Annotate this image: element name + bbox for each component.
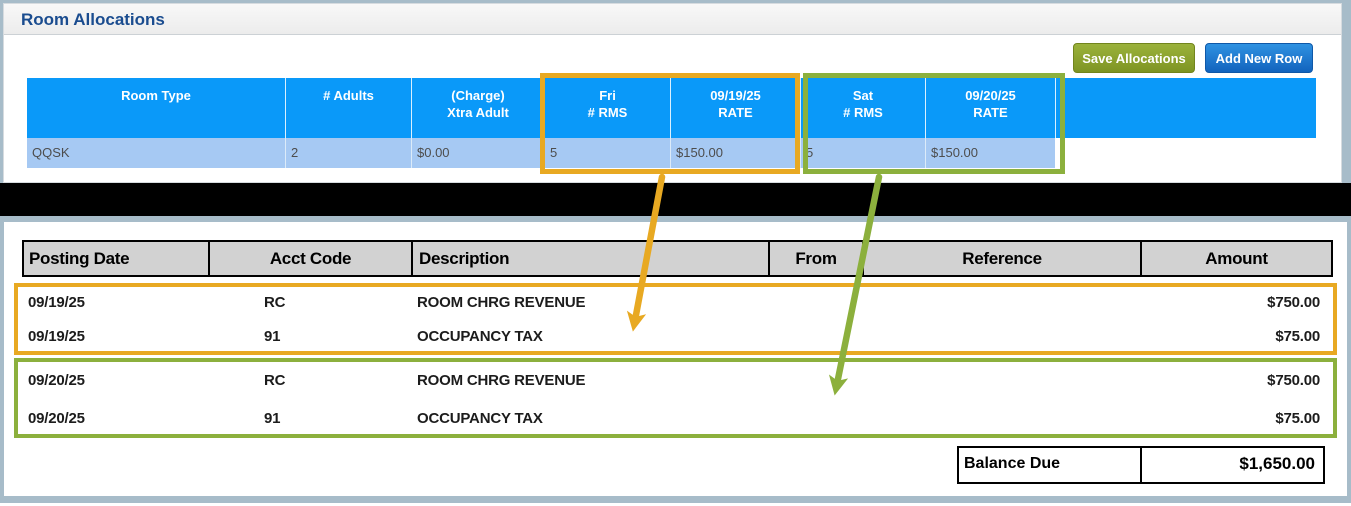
ledger-header-description: Description — [411, 242, 768, 275]
ledger-header-row: Posting Date Acct Code Description From … — [22, 240, 1333, 277]
ledger-row: 09/19/25 91 OCCUPANCY TAX $75.00 — [24, 320, 1331, 354]
friday-postings-highlight-box — [14, 283, 1337, 355]
section-divider — [0, 183, 1351, 216]
balance-due-amount: $1,650.00 — [1239, 454, 1315, 473]
cell-room-type[interactable]: QQSK — [27, 138, 285, 168]
panel-title-bar: Room Allocations — [4, 4, 1341, 35]
cell-amount: $75.00 — [1275, 328, 1320, 345]
col-header-xtra-adult: (Charge) Xtra Adult — [411, 78, 544, 138]
cell-acct-code: 91 — [264, 328, 281, 345]
cell-description: ROOM CHRG REVENUE — [417, 294, 586, 311]
col-header-filler — [1055, 78, 1316, 138]
cell-fri-rate[interactable]: $150.00 — [670, 138, 800, 168]
cell-description: OCCUPANCY TAX — [417, 410, 543, 427]
ledger-row: 09/20/25 RC ROOM CHRG REVENUE $750.00 — [24, 364, 1331, 398]
balance-due-box: Balance Due $1,650.00 — [957, 446, 1325, 484]
balance-due-label: Balance Due — [959, 448, 1142, 482]
cell-adults[interactable]: 2 — [285, 138, 411, 168]
cell-posting-date: 09/20/25 — [28, 372, 85, 389]
cell-posting-date: 09/19/25 — [28, 294, 85, 311]
ledger-header-acct-code: Acct Code — [208, 242, 411, 275]
ledger-header-posting-date: Posting Date — [29, 249, 130, 268]
ledger-header-amount: Amount — [1140, 242, 1331, 275]
col-header-room-type: Room Type — [27, 78, 285, 138]
save-allocations-button[interactable]: Save Allocations — [1073, 43, 1195, 73]
cell-acct-code: RC — [264, 372, 286, 389]
cell-acct-code: 91 — [264, 410, 281, 427]
cell-posting-date: 09/19/25 — [28, 328, 85, 345]
cell-fri-rms[interactable]: 5 — [544, 138, 670, 168]
cell-xtra-adult[interactable]: $0.00 — [411, 138, 544, 168]
col-header-fri-rms: Fri # RMS — [544, 78, 670, 138]
col-header-fri-rate: 09/19/25 RATE — [670, 78, 800, 138]
allocation-row[interactable]: QQSK 2 $0.00 5 $150.00 5 $150.00 — [27, 138, 1055, 168]
friday-columns-highlight-box — [540, 73, 800, 174]
ledger-row: 09/19/25 RC ROOM CHRG REVENUE $750.00 — [24, 286, 1331, 320]
page-title: Room Allocations — [21, 10, 165, 29]
ledger-row: 09/20/25 91 OCCUPANCY TAX $75.00 — [24, 402, 1331, 436]
cell-posting-date: 09/20/25 — [28, 410, 85, 427]
col-header-sat-rms: Sat # RMS — [800, 78, 925, 138]
allocations-table-header: Room Type # Adults (Charge) Xtra Adult F… — [27, 78, 1316, 138]
ledger-header-reference: Reference — [862, 242, 1140, 275]
cell-description: ROOM CHRG REVENUE — [417, 372, 586, 389]
cell-amount: $750.00 — [1267, 372, 1320, 389]
cell-acct-code: RC — [264, 294, 286, 311]
col-header-sat-rate: 09/20/25 RATE — [925, 78, 1055, 138]
col-header-adults: # Adults — [285, 78, 411, 138]
cell-sat-rms[interactable]: 5 — [800, 138, 925, 168]
add-new-row-button[interactable]: Add New Row — [1205, 43, 1313, 73]
cell-description: OCCUPANCY TAX — [417, 328, 543, 345]
cell-sat-rate[interactable]: $150.00 — [925, 138, 1055, 168]
cell-amount: $75.00 — [1275, 410, 1320, 427]
cell-amount: $750.00 — [1267, 294, 1320, 311]
saturday-postings-highlight-box — [14, 358, 1337, 438]
ledger-header-from: From — [768, 242, 862, 275]
saturday-columns-highlight-box — [803, 73, 1065, 174]
